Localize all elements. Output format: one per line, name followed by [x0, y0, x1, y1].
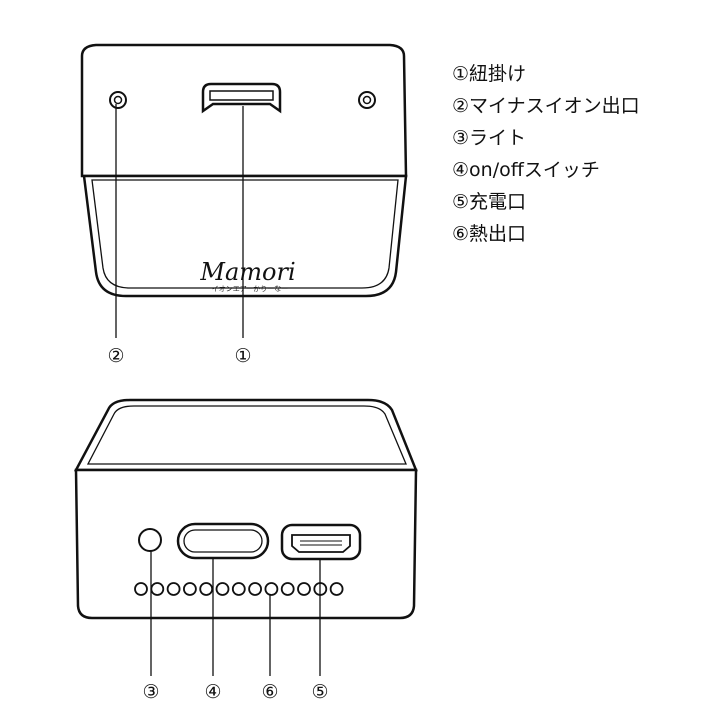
callout-marker-5: ⑤ — [311, 681, 328, 703]
vent-hole — [264, 582, 279, 596]
vent-hole — [150, 582, 165, 596]
vent-hole — [297, 582, 311, 596]
vent-hole — [231, 582, 246, 596]
device-bottom-view: ③ ④ ⑥ ⑤ — [73, 398, 418, 703]
legend-item-charging-port: ⑤充電口 — [452, 191, 527, 213]
vent-hole — [280, 582, 295, 596]
vent-hole — [182, 582, 197, 596]
power-switch-icon — [176, 522, 270, 560]
legend-item-lanyard: ①紐掛け — [452, 63, 527, 85]
vent-hole — [329, 582, 344, 596]
callout-marker-4: ④ — [204, 681, 221, 703]
legend-item-ion-outlet: ②マイナスイオン出口 — [452, 95, 640, 117]
light-icon — [138, 528, 162, 552]
callout-marker-1: ① — [234, 345, 251, 367]
brand-subtitle: イオンエアーかりーなー — [212, 285, 289, 293]
vent-hole — [248, 582, 263, 596]
callout-marker-3: ③ — [142, 681, 159, 703]
vent-hole — [134, 582, 148, 596]
device-front-face-rim — [91, 179, 399, 289]
device-top-cap-rim — [86, 405, 407, 465]
vent-hole — [166, 582, 181, 596]
legend-item-light: ③ライト — [452, 127, 527, 149]
device-back-panel — [80, 43, 408, 178]
legend-item-switch: ④on/offスイッチ — [452, 159, 600, 181]
charging-port-icon — [280, 523, 362, 561]
legend-item-heat-outlet: ⑥熱出口 — [452, 223, 527, 245]
screw-hole-icon — [358, 91, 376, 109]
device-top-cap — [73, 398, 418, 472]
vent-hole — [215, 582, 230, 596]
device-front-face — [82, 174, 408, 298]
vent-hole — [199, 582, 214, 596]
callout-marker-6: ⑥ — [261, 681, 278, 703]
callout-marker-2: ② — [107, 345, 124, 367]
parts-legend: ①紐掛け ②マイナスイオン出口 ③ライト ④on/offスイッチ ⑤充電口 ⑥熱… — [452, 58, 640, 250]
ion-outlet-hole-icon — [109, 91, 127, 109]
brand-logo: Mamori — [199, 258, 295, 286]
device-top-view: Mamori イオンエアーかりーなー ② ① — [80, 43, 408, 367]
